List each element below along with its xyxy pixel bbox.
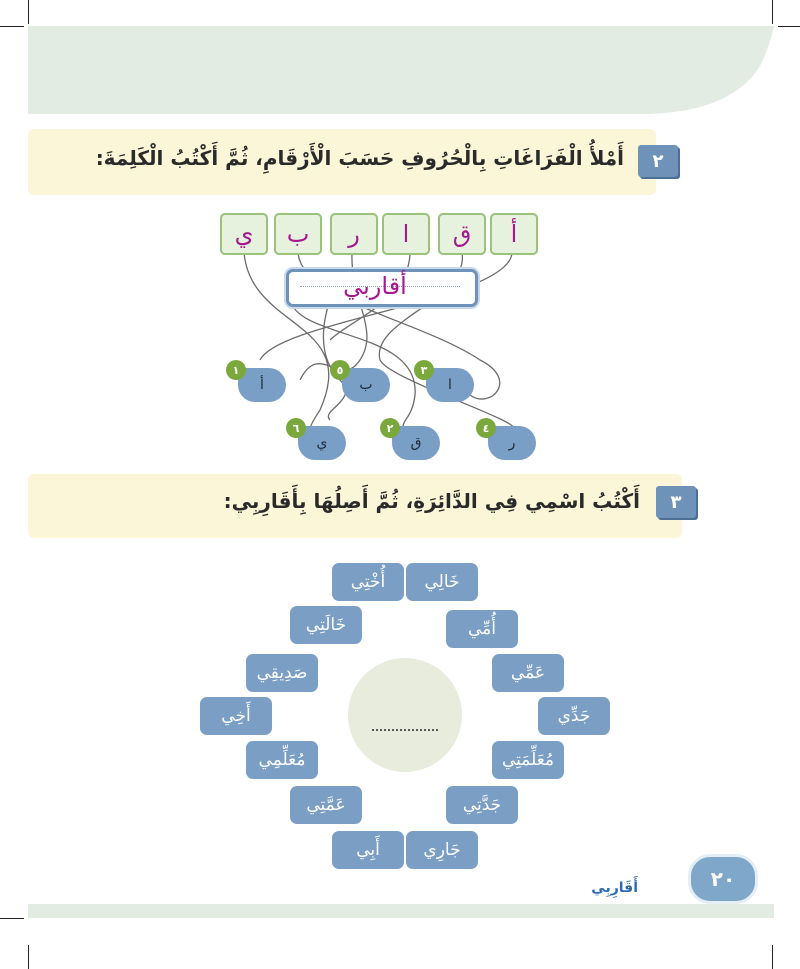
exercise-2-instruction: أَمْلأُ الْفَرَاغَاتِ بِالْحُرُوفِ حَسَب…	[95, 146, 624, 170]
exercise-3-number: ٣	[656, 486, 696, 518]
drop-letter: أ	[260, 377, 264, 393]
letter-box: ا	[382, 213, 430, 255]
letter-drop: ق	[392, 426, 440, 460]
answer-dotted-line	[300, 286, 460, 287]
page-number: ٢٠	[688, 854, 758, 904]
letter-box: ق	[438, 213, 486, 255]
number-badge: ٥	[330, 360, 350, 380]
drop-letter: ي	[316, 435, 328, 451]
letter-box: أ	[490, 213, 538, 255]
exercise-2-number: ٢	[638, 145, 678, 177]
relative-pill[interactable]: صَدِيقِي	[246, 654, 318, 692]
number-badge: ٣	[414, 360, 434, 380]
relative-pill[interactable]: مُعَلِّمِي	[246, 741, 318, 779]
crop-mark	[28, 945, 29, 969]
number-badge: ٢	[380, 418, 400, 438]
exercise-2-strip	[28, 129, 656, 195]
number-badge: ٤	[476, 418, 496, 438]
drop-letter: ق	[410, 435, 422, 451]
drop-letter: ر	[508, 435, 516, 451]
crop-mark	[0, 26, 24, 27]
letter-drop: ا	[426, 368, 474, 402]
name-dotted-line	[372, 729, 438, 731]
relative-pill[interactable]: أُخْتِي	[332, 563, 404, 601]
relative-pill[interactable]: جَدَّتِي	[446, 786, 518, 824]
relative-pill[interactable]: عَمِّي	[492, 654, 564, 692]
unit-label: أَقَارِبِي	[591, 880, 638, 896]
letter-drop: ي	[298, 426, 346, 460]
letter-box: ر	[330, 213, 378, 255]
drop-letter: ب	[359, 377, 373, 393]
relative-pill[interactable]: مُعَلِّمَتِي	[492, 741, 564, 779]
number-badge: ٦	[286, 418, 306, 438]
relative-pill[interactable]: أُمِّي	[446, 610, 518, 648]
relative-pill[interactable]: خَالِي	[406, 563, 478, 601]
name-circle[interactable]	[348, 658, 462, 772]
relative-pill[interactable]: جَدِّي	[538, 697, 610, 735]
exercise-3-strip	[28, 474, 682, 538]
exercise-3-instruction: أَكْتُبُ اسْمِي فِي الدَّائِرَةِ، ثُمَّ …	[223, 489, 640, 513]
relative-pill[interactable]: أَخِي	[200, 697, 272, 735]
relative-pill[interactable]: جَارِي	[406, 831, 478, 869]
header-band	[28, 26, 774, 114]
footer-band	[28, 904, 774, 918]
crop-mark	[772, 0, 773, 24]
letter-drop: أ	[238, 368, 286, 402]
relative-pill[interactable]: عَمَّتِي	[290, 786, 362, 824]
answer-word: أقاربي	[343, 272, 407, 300]
answer-field[interactable]	[286, 269, 478, 307]
letter-drop: ب	[342, 368, 390, 402]
letter-drop: ر	[488, 426, 536, 460]
relative-pill[interactable]: خَالَتِي	[290, 606, 362, 644]
number-badge: ١	[226, 360, 246, 380]
letter-box: ي	[220, 213, 268, 255]
crop-mark	[772, 945, 773, 969]
drop-letter: ا	[448, 377, 452, 393]
crop-mark	[0, 918, 24, 919]
crop-mark	[28, 0, 29, 24]
header-band-curve	[640, 26, 774, 114]
letter-box: ب	[274, 213, 322, 255]
crop-mark	[778, 26, 800, 27]
relative-pill[interactable]: أَبِي	[332, 831, 404, 869]
